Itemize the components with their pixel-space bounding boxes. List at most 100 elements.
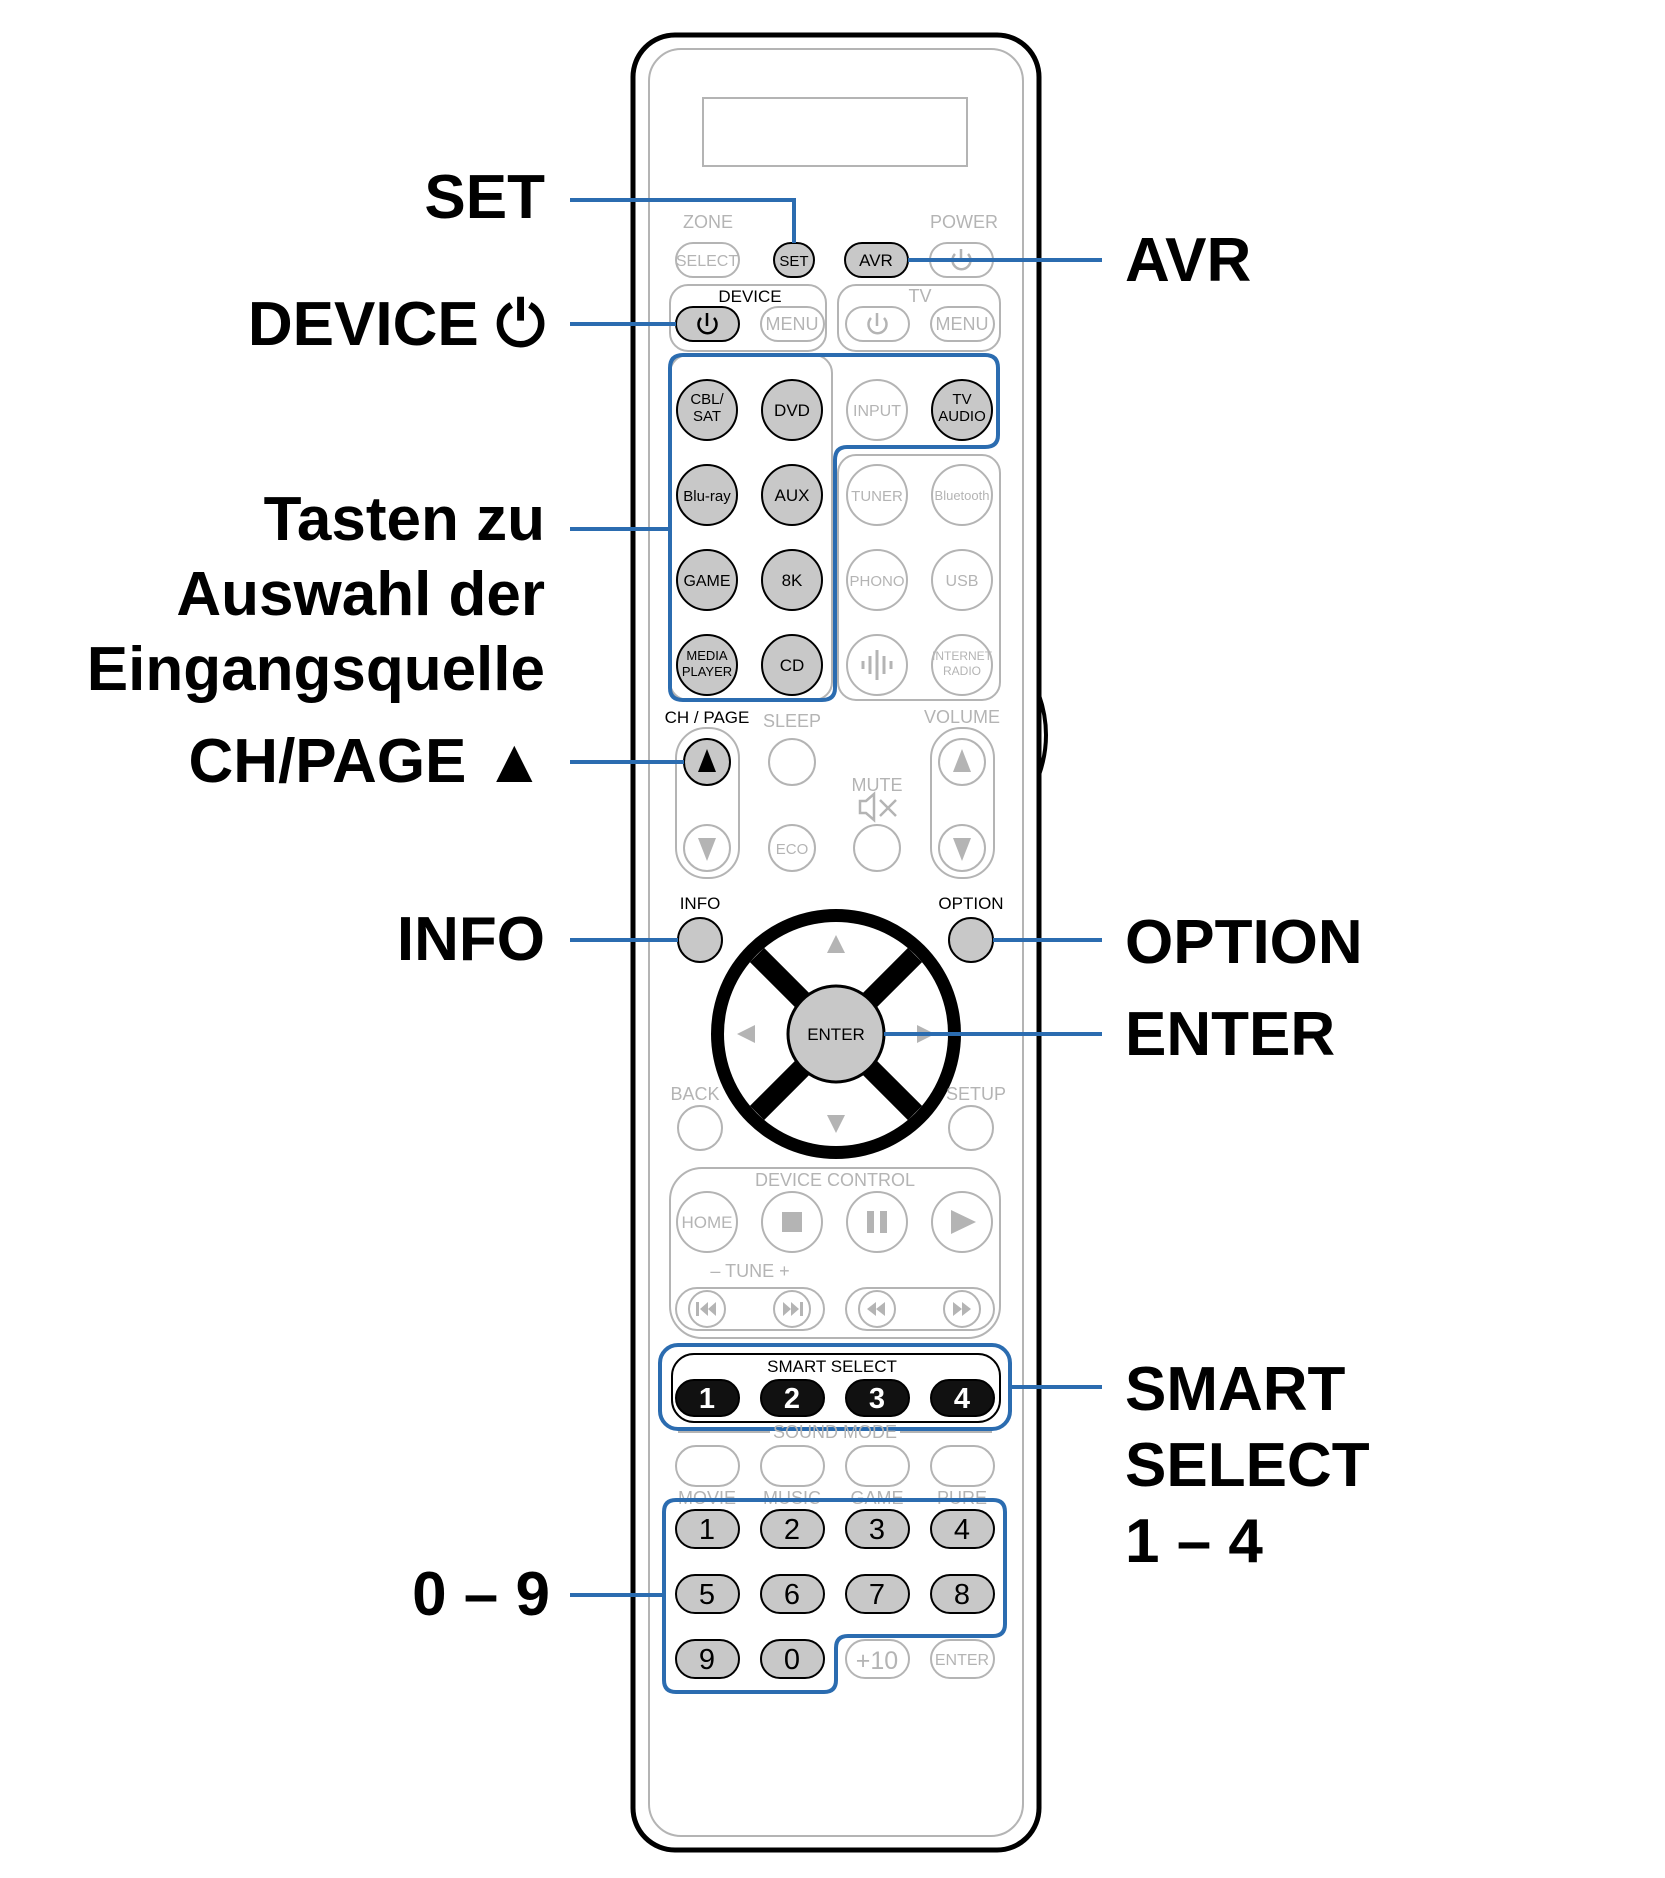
sleep-label: SLEEP bbox=[763, 711, 821, 731]
fast-forward-button[interactable] bbox=[943, 1290, 981, 1328]
volume-label: VOLUME bbox=[924, 707, 1000, 727]
remote-display bbox=[702, 97, 968, 167]
8k-button[interactable]: 8K bbox=[761, 549, 823, 611]
volume-up-button[interactable] bbox=[938, 738, 986, 786]
usb-button[interactable]: USB bbox=[931, 549, 993, 611]
heos-button[interactable] bbox=[846, 634, 908, 696]
phono-button[interactable]: PHONO bbox=[846, 549, 908, 611]
svg-text:2: 2 bbox=[784, 1514, 800, 1546]
stop-icon bbox=[782, 1212, 802, 1232]
num-6-button[interactable]: 6 bbox=[760, 1574, 825, 1614]
device-menu-button[interactable]: MENU bbox=[760, 306, 825, 342]
ch-page-down-button[interactable] bbox=[683, 824, 731, 872]
svg-text:MEDIA: MEDIA bbox=[686, 648, 728, 663]
svg-text:5: 5 bbox=[699, 1579, 715, 1611]
avr-button[interactable]: AVR bbox=[844, 242, 909, 278]
sleep-button[interactable] bbox=[768, 738, 816, 786]
svg-text:TV: TV bbox=[952, 391, 971, 408]
cursor-down-icon[interactable] bbox=[827, 1115, 845, 1133]
num-9-button[interactable]: 9 bbox=[675, 1639, 740, 1679]
option-button[interactable] bbox=[948, 917, 994, 963]
info-button[interactable] bbox=[677, 917, 723, 963]
svg-text:DVD: DVD bbox=[774, 401, 810, 420]
skip-forward-icon bbox=[783, 1302, 803, 1316]
source-buttons-highlight bbox=[668, 353, 1000, 702]
game-mode-button[interactable] bbox=[845, 1445, 910, 1487]
internet-radio-button[interactable]: INTERNET RADIO bbox=[931, 634, 993, 696]
callout-enter: ENTER bbox=[1125, 1000, 1335, 1069]
num-0-button[interactable]: 0 bbox=[760, 1639, 825, 1679]
plus10-button[interactable]: +10 bbox=[845, 1639, 910, 1679]
svg-text:ECO: ECO bbox=[776, 841, 809, 858]
home-button[interactable]: HOME bbox=[676, 1191, 738, 1253]
svg-text:+10: +10 bbox=[856, 1647, 898, 1675]
input-button[interactable]: INPUT bbox=[846, 379, 908, 441]
tv-power-button[interactable] bbox=[845, 306, 910, 342]
tune-down-button[interactable] bbox=[688, 1290, 726, 1328]
smart-select-4-button[interactable]: 4 bbox=[930, 1379, 995, 1417]
svg-text:AVR: AVR bbox=[859, 251, 893, 270]
info-label: INFO bbox=[680, 894, 721, 913]
num-4-button[interactable]: 4 bbox=[930, 1509, 995, 1549]
callout-smart-select-line3: 1 – 4 bbox=[1125, 1507, 1263, 1576]
eco-button[interactable]: ECO bbox=[768, 824, 816, 872]
device-power-button[interactable] bbox=[675, 306, 740, 342]
dvd-button[interactable]: DVD bbox=[761, 379, 823, 441]
zone-select-button[interactable]: SELECT bbox=[675, 242, 740, 278]
cursor-left-icon[interactable] bbox=[737, 1025, 755, 1043]
mute-label: MUTE bbox=[852, 775, 903, 795]
aux-button[interactable]: AUX bbox=[761, 464, 823, 526]
remote-side-bump bbox=[1037, 694, 1048, 776]
cbl-sat-button[interactable]: CBL/ SAT bbox=[676, 379, 738, 441]
cursor-up-icon[interactable] bbox=[827, 935, 845, 953]
set-button[interactable]: SET bbox=[773, 242, 815, 278]
svg-text:SELECT: SELECT bbox=[676, 253, 738, 270]
movie-button[interactable] bbox=[675, 1445, 740, 1487]
num-3-button[interactable]: 3 bbox=[845, 1509, 910, 1549]
svg-text:4: 4 bbox=[954, 1383, 970, 1415]
music-button[interactable] bbox=[760, 1445, 825, 1487]
setup-label: SETUP bbox=[946, 1084, 1006, 1104]
ch-page-up-button[interactable] bbox=[683, 738, 731, 786]
smart-select-1-button[interactable]: 1 bbox=[675, 1379, 740, 1417]
volume-down-button[interactable] bbox=[938, 824, 986, 872]
cd-button[interactable]: CD bbox=[761, 634, 823, 696]
tv-group bbox=[837, 284, 1001, 352]
play-icon bbox=[951, 1210, 976, 1234]
enter-small-button[interactable]: ENTER bbox=[930, 1639, 995, 1679]
num-8-button[interactable]: 8 bbox=[930, 1574, 995, 1614]
num-7-button[interactable]: 7 bbox=[845, 1574, 910, 1614]
tuner-button[interactable]: TUNER bbox=[846, 464, 908, 526]
pure-button[interactable] bbox=[930, 1445, 995, 1487]
play-button[interactable] bbox=[931, 1191, 993, 1253]
num-5-button[interactable]: 5 bbox=[675, 1574, 740, 1614]
smart-select-2-button[interactable]: 2 bbox=[760, 1379, 825, 1417]
bluray-button[interactable]: Blu-ray bbox=[676, 464, 738, 526]
bluetooth-button[interactable]: Bluetooth bbox=[931, 464, 993, 526]
svg-text:8: 8 bbox=[954, 1579, 970, 1611]
svg-text:USB: USB bbox=[946, 573, 979, 590]
media-player-button[interactable]: MEDIA PLAYER bbox=[676, 634, 738, 696]
smart-select-3-button[interactable]: 3 bbox=[845, 1379, 910, 1417]
rewind-button[interactable] bbox=[858, 1290, 896, 1328]
num-1-button[interactable]: 1 bbox=[675, 1509, 740, 1549]
stop-button[interactable] bbox=[761, 1191, 823, 1253]
zone-label: ZONE bbox=[683, 212, 733, 232]
smart-select-group bbox=[671, 1353, 1001, 1423]
number-keys-highlight bbox=[662, 1498, 1007, 1694]
pause-button[interactable] bbox=[846, 1191, 908, 1253]
enter-button[interactable]: ENTER bbox=[786, 984, 886, 1084]
setup-button[interactable] bbox=[948, 1105, 994, 1151]
svg-text:MENU: MENU bbox=[766, 314, 819, 334]
back-button[interactable] bbox=[677, 1105, 723, 1151]
tv-menu-button[interactable]: MENU bbox=[930, 306, 995, 342]
arrow-down-icon bbox=[698, 838, 716, 861]
svg-text:Bluetooth: Bluetooth bbox=[935, 488, 990, 503]
game-button[interactable]: GAME bbox=[676, 549, 738, 611]
num-2-button[interactable]: 2 bbox=[760, 1509, 825, 1549]
callout-avr: AVR bbox=[1125, 226, 1251, 295]
arrow-down-icon bbox=[953, 838, 971, 861]
tv-audio-button[interactable]: TV AUDIO bbox=[931, 379, 993, 441]
mute-button[interactable] bbox=[853, 824, 901, 872]
tune-up-button[interactable] bbox=[773, 1290, 811, 1328]
